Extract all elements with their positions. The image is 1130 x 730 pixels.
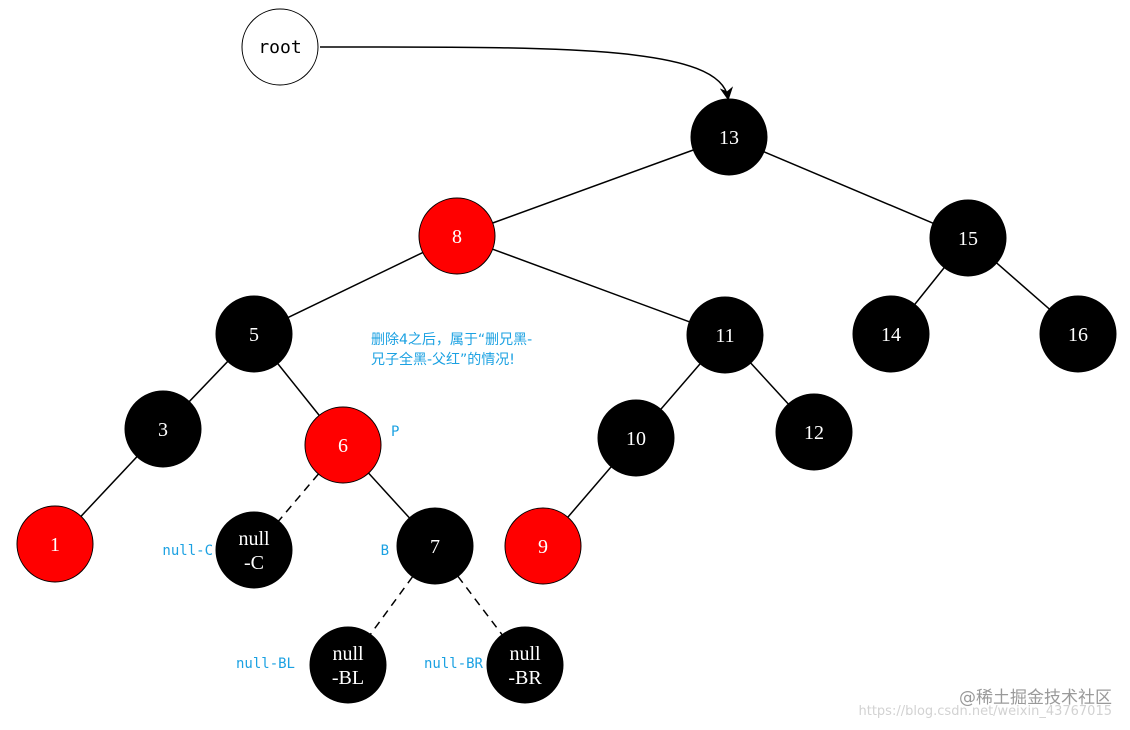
- node-label: null-BR: [508, 643, 542, 689]
- node-label: null-C: [238, 528, 270, 574]
- tree-node-7: 7: [396, 507, 474, 585]
- edge-3-to-1: [80, 456, 138, 517]
- node-label: 11: [715, 325, 734, 347]
- node-circle: [304, 406, 382, 484]
- node-circle: [775, 393, 853, 471]
- tree-node-nullBL: null-BL: [309, 626, 387, 704]
- node-circle: [418, 197, 496, 275]
- tag-null-br: null-BR: [424, 656, 484, 672]
- node-label: 12: [804, 422, 824, 444]
- edge-6-to-null-C: [277, 473, 320, 522]
- edge-11-to-10: [660, 363, 701, 410]
- watermark-url: https://blog.csdn.net/weixin_43767015: [858, 704, 1112, 719]
- node-label: 1: [50, 534, 60, 556]
- node-label: 13: [719, 127, 739, 149]
- edge-7-to-null-BR: [457, 575, 503, 636]
- tree-node-8: 8: [418, 197, 496, 275]
- root-label: root: [258, 37, 301, 58]
- node-circle: [309, 626, 387, 704]
- tree-node-16: 16: [1039, 295, 1117, 373]
- tree-node-nullBR: null-BR: [486, 626, 564, 704]
- node-label: 6: [338, 435, 348, 457]
- tag-b: B: [381, 543, 389, 559]
- edge-10-to-9: [567, 466, 612, 518]
- root-node: root: [241, 8, 319, 86]
- tree-node-15: 15: [929, 199, 1007, 277]
- root-pointer-arrow: [319, 46, 734, 101]
- node-circle: [597, 399, 675, 477]
- edge-15-to-14: [914, 267, 945, 305]
- node-circle: [215, 295, 293, 373]
- tree-node-11: 11: [686, 296, 764, 374]
- edge-5-to-3: [188, 360, 229, 403]
- edge-15-to-16: [996, 262, 1050, 310]
- watermark: @稀土掘金技术社区 https://blog.csdn.net/weixin_4…: [858, 683, 1112, 719]
- edge-8-to-5: [287, 251, 424, 319]
- tag-p: P: [391, 424, 399, 440]
- node-circle: [929, 199, 1007, 277]
- node-label: 3: [158, 419, 168, 441]
- node-circle: [124, 390, 202, 468]
- tree-node-14: 14: [852, 295, 930, 373]
- node-label: 16: [1068, 324, 1088, 346]
- node-circle: [16, 505, 94, 583]
- tag-null-c: null-C: [162, 543, 213, 559]
- tree-node-nullC: null-C: [215, 511, 293, 589]
- node-label: null-BL: [332, 643, 364, 689]
- edge-6-to-7: [368, 472, 410, 519]
- node-circle: [852, 295, 930, 373]
- node-label: 5: [249, 324, 259, 346]
- node-label: 8: [452, 226, 462, 248]
- edge-13-to-8: [492, 149, 694, 224]
- node-label: 9: [538, 536, 548, 558]
- node-circle: [690, 98, 768, 176]
- node-label: 7: [430, 536, 440, 558]
- node-circle: [215, 511, 293, 589]
- node-label: 10: [626, 428, 646, 450]
- annotation-note: 删除4之后，属于“删兄黑-兄子全黑-父红”的情况!: [371, 332, 533, 368]
- edge-13-to-15: [763, 151, 934, 224]
- tree-node-9: 9: [504, 507, 582, 585]
- tree-node-10: 10: [597, 399, 675, 477]
- edge-11-to-12: [750, 362, 789, 405]
- node-circle: [504, 507, 582, 585]
- node-label: 14: [881, 324, 901, 346]
- node-circle: [396, 507, 474, 585]
- watermark-brand: @稀土掘金技术社区: [959, 688, 1112, 708]
- tree-node-6: 6: [304, 406, 382, 484]
- node-label: 15: [958, 228, 978, 250]
- tree-node-3: 3: [124, 390, 202, 468]
- tree-node-12: 12: [775, 393, 853, 471]
- edge-7-to-null-BL: [369, 576, 414, 635]
- tag-null-bl: null-BL: [236, 656, 295, 672]
- tree-node-1: 1: [16, 505, 94, 583]
- node-circle: [1039, 295, 1117, 373]
- node-circle: [486, 626, 564, 704]
- node-circle: [686, 296, 764, 374]
- edge-8-to-11: [492, 248, 690, 323]
- edge-5-to-6: [277, 363, 320, 416]
- tree-node-13: 13: [690, 98, 768, 176]
- tree-node-5: 5: [215, 295, 293, 373]
